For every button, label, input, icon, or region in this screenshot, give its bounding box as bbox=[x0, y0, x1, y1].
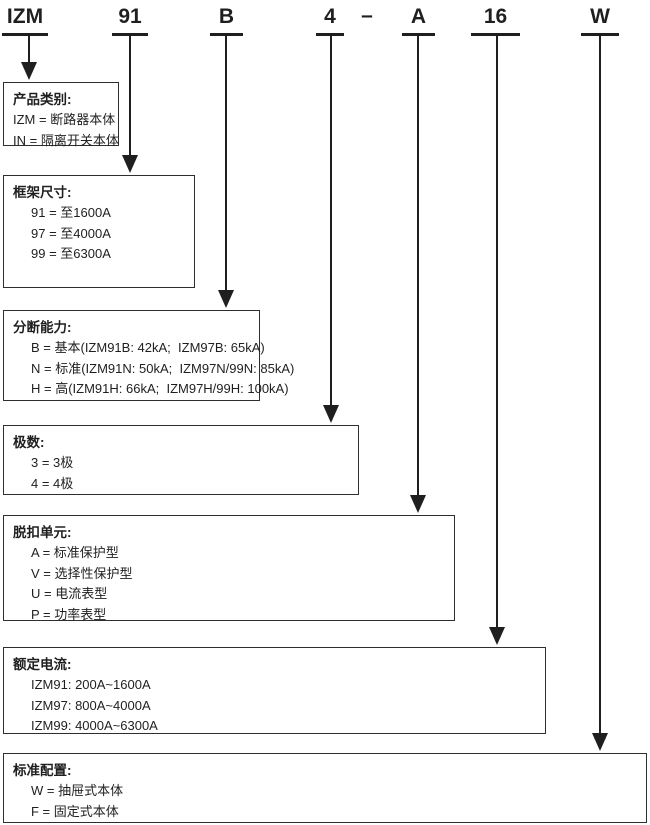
box-item: H = 高(IZM91H: 66kA; IZM97H/99H: 100kA) bbox=[31, 381, 289, 396]
box-item: IN = 隔离开关本体 bbox=[13, 132, 119, 148]
box-title: 极数: bbox=[13, 435, 45, 450]
box-item: U = 电流表型 bbox=[31, 586, 108, 601]
legend-box-poles: 极数: 3 = 3极 4 = 4极 bbox=[3, 425, 359, 495]
code-segment-trip-unit: A bbox=[402, 3, 435, 36]
connector-breaking-capacity bbox=[218, 36, 234, 308]
legend-box-breaking-capacity: 分断能力: B = 基本(IZM91B: 42kA; IZM97B: 65kA)… bbox=[3, 310, 295, 401]
code-segment-rated-current: 16 bbox=[471, 3, 520, 36]
connector-product-family bbox=[21, 36, 37, 80]
box-item: V = 选择性保护型 bbox=[31, 565, 133, 581]
connector-line bbox=[129, 36, 131, 155]
box-item: IZM99: 4000A~6300A bbox=[31, 718, 158, 733]
connector-configuration bbox=[592, 36, 608, 751]
legend-box-product-category: 产品类别: IZM = 断路器本体 IN = 隔离开关本体 bbox=[3, 82, 119, 148]
code-segment-configuration: W bbox=[581, 3, 619, 36]
box-item: B = 基本(IZM91B: 42kA; IZM97B: 65kA) bbox=[31, 340, 265, 355]
box-item: 3 = 3极 bbox=[31, 455, 74, 470]
box-item: 4 = 4极 bbox=[31, 475, 74, 491]
box-item: F = 固定式本体 bbox=[31, 803, 119, 819]
code-segment-frame-size: 91 bbox=[112, 3, 148, 36]
arrow-down-icon bbox=[323, 405, 339, 423]
legend-box-rated-current: 额定电流: IZM91: 200A~1600A IZM97: 800A~4000… bbox=[3, 647, 546, 734]
code-segment-poles: 4 bbox=[316, 3, 344, 36]
arrow-down-icon bbox=[21, 62, 37, 80]
box-title: 分断能力: bbox=[13, 320, 72, 335]
legend-box-standard-configuration: 标准配置: W = 抽屉式本体 F = 固定式本体 bbox=[3, 753, 647, 823]
arrow-down-icon bbox=[592, 733, 608, 751]
code-segment-breaking-capacity: B bbox=[210, 3, 243, 36]
arrow-down-icon bbox=[410, 495, 426, 513]
arrow-down-icon bbox=[218, 290, 234, 308]
box-title: 标准配置: bbox=[13, 763, 72, 778]
legend-box-frame-size: 框架尺寸: 91 = 至1600A 97 = 至4000A 99 = 至6300… bbox=[3, 175, 195, 288]
box-item: N = 标准(IZM91N: 50kA; IZM97N/99N: 85kA) bbox=[31, 360, 295, 376]
box-item: IZM91: 200A~1600A bbox=[31, 677, 151, 692]
box-item: A = 标准保护型 bbox=[31, 545, 119, 560]
connector-line bbox=[330, 36, 332, 405]
box-item: 97 = 至4000A bbox=[31, 225, 111, 241]
box-item: IZM97: 800A~4000A bbox=[31, 697, 151, 713]
legend-box-trip-unit: 脱扣单元: A = 标准保护型 V = 选择性保护型 U = 电流表型 P = … bbox=[3, 515, 455, 622]
box-item: P = 功率表型 bbox=[31, 606, 107, 622]
connector-line bbox=[225, 36, 227, 290]
connector-rated-current bbox=[489, 36, 505, 645]
box-item: 91 = 至1600A bbox=[31, 205, 111, 220]
code-separator-dash: – bbox=[361, 4, 373, 27]
box-item: W = 抽屉式本体 bbox=[31, 783, 124, 798]
connector-line bbox=[599, 36, 601, 733]
box-item: IZM = 断路器本体 bbox=[13, 112, 116, 127]
connector-line bbox=[417, 36, 419, 495]
arrow-down-icon bbox=[489, 627, 505, 645]
box-title: 额定电流: bbox=[13, 657, 72, 672]
connector-line bbox=[496, 36, 498, 627]
code-segment-product-family: IZM bbox=[2, 3, 48, 36]
arrow-down-icon bbox=[122, 155, 138, 173]
connector-poles bbox=[323, 36, 339, 423]
box-title: 框架尺寸: bbox=[13, 185, 72, 200]
box-title: 产品类别: bbox=[13, 92, 72, 107]
connector-trip-unit bbox=[410, 36, 426, 513]
box-item: 99 = 至6300A bbox=[31, 246, 111, 261]
connector-line bbox=[28, 36, 30, 62]
connector-frame-size bbox=[122, 36, 138, 173]
box-title: 脱扣单元: bbox=[13, 525, 72, 540]
